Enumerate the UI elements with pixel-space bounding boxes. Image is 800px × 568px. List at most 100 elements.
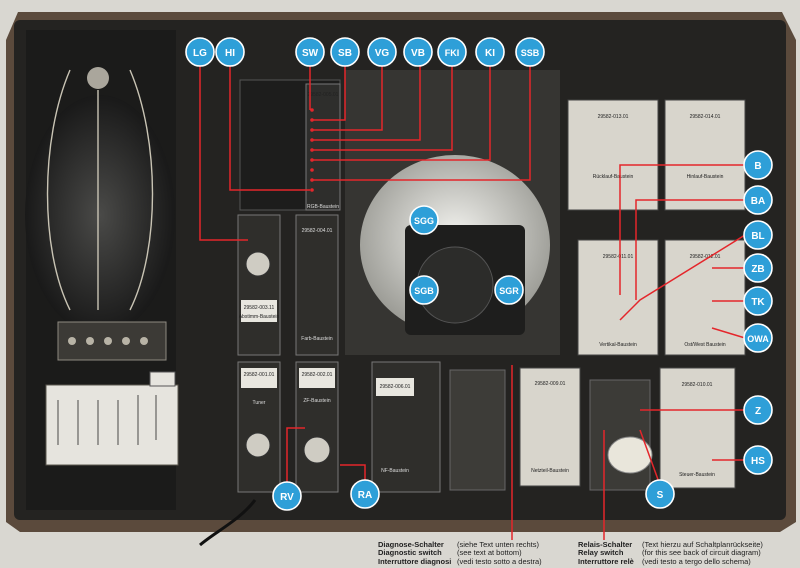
callout-vg[interactable]: VG	[367, 37, 397, 67]
fuse-label-tag	[149, 371, 176, 387]
farb-module-label: Farb-Baustein	[301, 336, 333, 342]
ruecklauf-part-label: 29582-013.01	[598, 114, 629, 120]
callout-hi[interactable]: HI	[215, 37, 245, 67]
callout-sw[interactable]: SW	[295, 37, 325, 67]
svg-text:SGR: SGR	[499, 286, 519, 296]
diag-it-note: (vedi testo sotto a destra)	[457, 556, 542, 566]
hinlauf-part-label: 29582-014.01	[690, 114, 721, 120]
svg-text:Z: Z	[755, 406, 761, 417]
ruecklauf-module[interactable]	[567, 99, 659, 211]
tuning-knob[interactable]	[245, 251, 271, 277]
svg-text:SSB: SSB	[521, 48, 540, 58]
svg-text:HS: HS	[751, 456, 765, 467]
netzteil-part-label: 29582-009.01	[535, 381, 566, 387]
relay-de: Relais-Schalter	[578, 540, 633, 549]
nf-module-label: NF-Baustein	[381, 468, 409, 474]
diag-en-note: (see text at bottom)	[457, 548, 522, 558]
ostwest-part-label: 29582-012.01	[690, 254, 721, 260]
svg-text:SW: SW	[302, 48, 319, 59]
steuer-part-label: 29582-010.01	[682, 382, 713, 388]
rgb-module-label: RGB-Baustein	[307, 204, 339, 210]
svg-text:FKI: FKI	[445, 48, 460, 58]
netzteil-module[interactable]	[519, 367, 581, 487]
callout-zb[interactable]: ZB	[743, 253, 773, 283]
svg-text:SB: SB	[338, 48, 352, 59]
heatsink	[449, 369, 506, 491]
vertikal-module-label: Vertikal-Baustein	[599, 342, 637, 348]
callout-tk[interactable]: TK	[743, 286, 773, 316]
diag-en: Diagnostic switch	[378, 548, 442, 558]
caption-relay-switch: Relais-Schalter Relay switch Interruttor…	[578, 540, 634, 566]
rgb-part-label: 29582-005.01	[308, 92, 339, 98]
power-cord	[199, 499, 257, 547]
relay-it: Interruttore relè	[578, 556, 634, 566]
callout-fki[interactable]: FKI	[437, 37, 467, 67]
nf-part-label: 29582-006.01	[380, 384, 411, 390]
callout-sgr[interactable]: SGR	[494, 275, 524, 305]
leader-lines	[199, 66, 746, 540]
abstimm-part-label: 29582-003.11	[244, 305, 275, 311]
callout-sgg[interactable]: SGG	[409, 205, 439, 235]
svg-text:KI: KI	[485, 48, 495, 59]
relay-it-note: (vedi testo a tergo dello schema)	[642, 556, 751, 566]
callout-hs[interactable]: HS	[743, 445, 773, 475]
netzteil-module-label: Netzteil-Baustein	[531, 468, 569, 474]
farb-part-label: 29582-004.01	[302, 228, 333, 234]
ostwest-module-label: Ost/West Baustein	[684, 342, 726, 348]
callout-sgb[interactable]: SGB	[409, 275, 439, 305]
callout-owa[interactable]: OWA	[743, 323, 773, 353]
svg-text:RV: RV	[280, 492, 294, 503]
zf-module-label: ZF-Baustein	[303, 398, 330, 404]
hinlauf-module-label: Hinlauf-Baustein	[687, 174, 724, 180]
svg-text:B: B	[754, 161, 761, 172]
svg-text:VB: VB	[411, 48, 425, 59]
svg-text:SGB: SGB	[414, 286, 434, 296]
anode-cap	[87, 67, 109, 89]
relay-de-note: (Text hierzu auf Schaltplanrückseite)	[642, 540, 763, 549]
ruecklauf-module-label: Rücklauf-Baustein	[593, 174, 634, 180]
callout-b[interactable]: B	[743, 150, 773, 180]
diag-it: Interruttore diagnosi	[378, 556, 452, 566]
relay-en-note: (for this see back of circuit diagram)	[642, 548, 761, 558]
callout-lg[interactable]: LG	[185, 37, 215, 67]
svg-text:OWA: OWA	[747, 334, 769, 344]
hinlauf-module[interactable]	[664, 99, 746, 211]
callout-ki[interactable]: KI	[475, 37, 505, 67]
vertikal-part-label: 29582-011.01	[603, 254, 634, 260]
steuer-module-label: Steuer-Baustein	[679, 472, 715, 478]
mains-transformer-panel	[45, 384, 179, 466]
callout-ssb[interactable]: SSB	[515, 37, 545, 67]
svg-text:RA: RA	[358, 490, 372, 501]
relay-en: Relay switch	[578, 548, 624, 558]
callout-ra[interactable]: RA	[350, 479, 380, 509]
wiring-harness	[46, 69, 154, 311]
caption-diagnostic-switch: Diagnose-Schalter Diagnostic switch Inte…	[378, 540, 452, 566]
zf-part-label: 29582-002.01	[302, 372, 333, 378]
callout-ba[interactable]: BA	[743, 185, 773, 215]
caption-relay-notes: (Text hierzu auf Schaltplanrückseite) (f…	[642, 540, 763, 566]
relay-capacitor	[607, 436, 653, 474]
svg-text:SGG: SGG	[414, 216, 434, 226]
svg-text:LG: LG	[193, 48, 207, 59]
callout-s[interactable]: S	[645, 479, 675, 509]
abstimm-module[interactable]	[237, 214, 281, 356]
tuner-module-label: Tuner	[253, 400, 266, 406]
svg-text:S: S	[657, 490, 664, 501]
crt-neck	[25, 95, 175, 335]
svg-text:HI: HI	[225, 48, 235, 59]
tuner-part-label: 29582-001.01	[244, 372, 275, 378]
callout-rv[interactable]: RV	[272, 481, 302, 511]
steuer-module[interactable]	[659, 367, 736, 489]
svg-text:ZB: ZB	[751, 264, 764, 275]
callout-vb[interactable]: VB	[403, 37, 433, 67]
svg-text:TK: TK	[751, 297, 765, 308]
svg-text:BL: BL	[751, 231, 764, 242]
callout-sb[interactable]: SB	[330, 37, 360, 67]
farb-module[interactable]	[295, 214, 339, 356]
svg-text:VG: VG	[375, 48, 390, 59]
callout-bl[interactable]: BL	[743, 220, 773, 250]
callout-z[interactable]: Z	[743, 395, 773, 425]
diag-de: Diagnose-Schalter	[378, 540, 444, 549]
caption-diagnostic-notes: (siehe Text unten rechts) (see text at b…	[457, 540, 542, 566]
